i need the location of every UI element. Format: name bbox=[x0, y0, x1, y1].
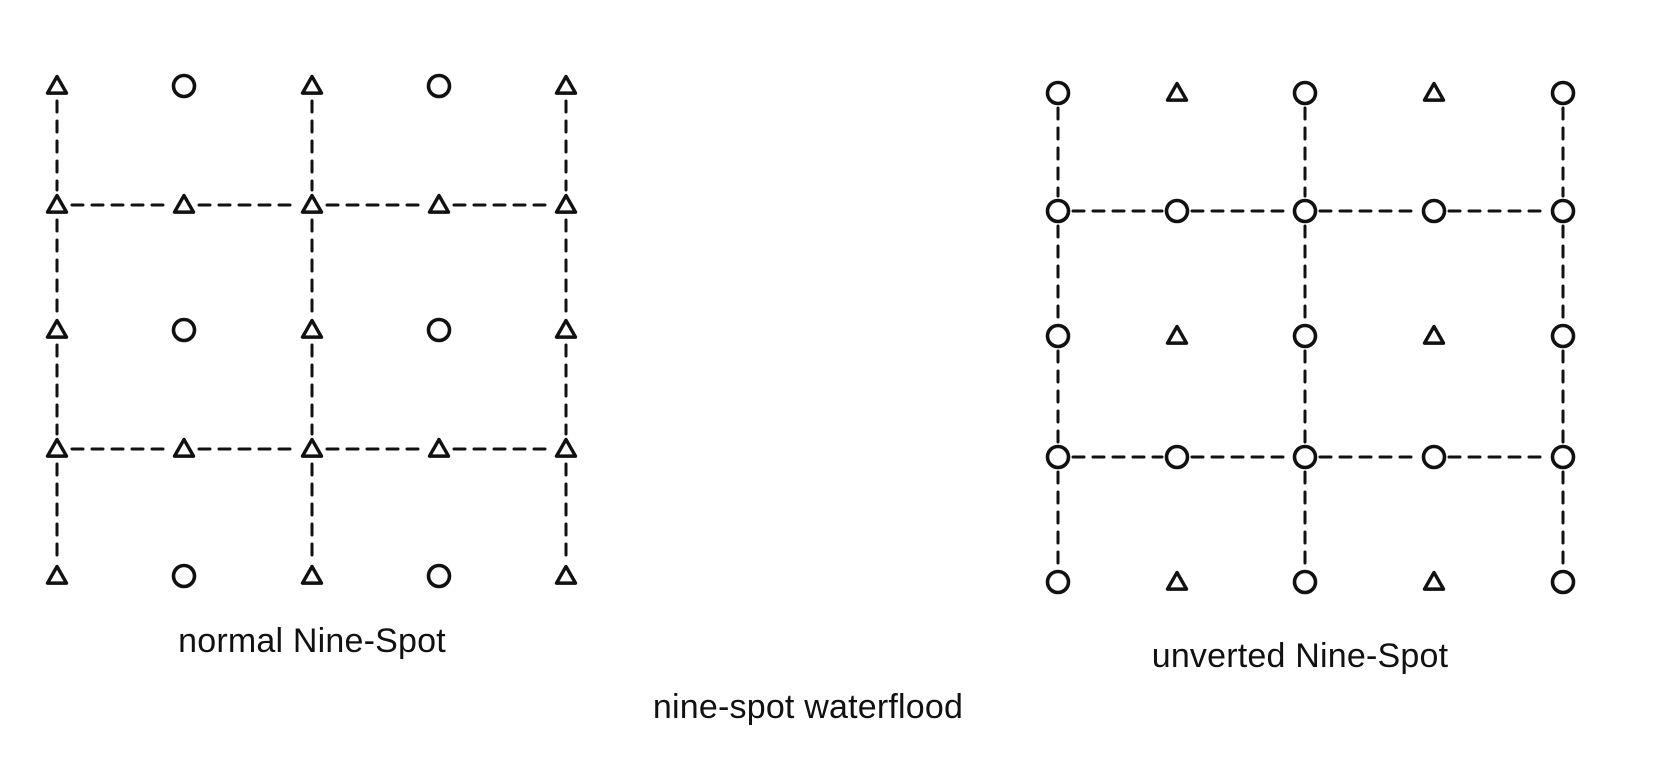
well-triangle-r4-c2 bbox=[300, 564, 324, 585]
well-circle-r0-c3 bbox=[426, 73, 452, 99]
well-triangle-r1-c0 bbox=[45, 193, 69, 214]
diagram-title: nine-spot waterflood bbox=[652, 688, 964, 726]
well-triangle-r2-c4 bbox=[554, 318, 578, 339]
well-triangle-r0-c4 bbox=[554, 74, 578, 95]
well-circle-r2-c1 bbox=[171, 317, 197, 343]
well-triangle-r1-c4 bbox=[554, 193, 578, 214]
well-circle-r2-c4 bbox=[1550, 323, 1576, 349]
well-circle-r0-c0 bbox=[1045, 80, 1071, 106]
well-triangle-r0-c1 bbox=[1165, 81, 1189, 102]
well-circle-r4-c2 bbox=[1292, 569, 1318, 595]
well-circle-r0-c2 bbox=[1292, 80, 1318, 106]
well-circle-r2-c2 bbox=[1292, 323, 1318, 349]
well-circle-r0-c1 bbox=[171, 73, 197, 99]
well-triangle-r4-c0 bbox=[45, 564, 69, 585]
inverted-nine-spot-pattern bbox=[1045, 80, 1576, 595]
well-triangle-r2-c3 bbox=[1422, 324, 1446, 345]
well-circle-r3-c3 bbox=[1421, 444, 1447, 470]
well-circle-r3-c2 bbox=[1292, 444, 1318, 470]
well-circle-r3-c4 bbox=[1550, 444, 1576, 470]
well-triangle-r4-c1 bbox=[1165, 570, 1189, 591]
well-triangle-r3-c1 bbox=[172, 437, 196, 458]
well-circle-r3-c0 bbox=[1045, 444, 1071, 470]
well-triangle-r3-c3 bbox=[427, 437, 451, 458]
well-triangle-r0-c2 bbox=[300, 74, 324, 95]
well-triangle-r4-c4 bbox=[554, 564, 578, 585]
well-triangle-r2-c1 bbox=[1165, 324, 1189, 345]
well-circle-r3-c1 bbox=[1164, 444, 1190, 470]
well-circle-r1-c0 bbox=[1045, 198, 1071, 224]
well-circle-r2-c0 bbox=[1045, 323, 1071, 349]
well-circle-r4-c4 bbox=[1550, 569, 1576, 595]
well-triangle-r3-c0 bbox=[45, 437, 69, 458]
well-circle-r4-c1 bbox=[171, 563, 197, 589]
well-triangle-r0-c3 bbox=[1422, 81, 1446, 102]
well-triangle-r0-c0 bbox=[45, 74, 69, 95]
normal-nine-spot-caption: normal Nine-Spot bbox=[178, 622, 446, 660]
normal-nine-spot-pattern bbox=[45, 73, 578, 589]
well-triangle-r3-c4 bbox=[554, 437, 578, 458]
inverted-nine-spot-caption: unverted Nine-Spot bbox=[1151, 637, 1449, 675]
well-circle-r1-c4 bbox=[1550, 198, 1576, 224]
well-circle-r0-c4 bbox=[1550, 80, 1576, 106]
well-triangle-r2-c2 bbox=[300, 318, 324, 339]
well-circle-r1-c2 bbox=[1292, 198, 1318, 224]
well-circle-r1-c1 bbox=[1164, 198, 1190, 224]
well-triangle-r1-c2 bbox=[300, 193, 324, 214]
well-triangle-r3-c2 bbox=[300, 437, 324, 458]
well-circle-r4-c0 bbox=[1045, 569, 1071, 595]
well-triangle-r2-c0 bbox=[45, 318, 69, 339]
well-triangle-r4-c3 bbox=[1422, 570, 1446, 591]
well-circle-r2-c3 bbox=[426, 317, 452, 343]
well-triangle-r1-c3 bbox=[427, 193, 451, 214]
well-circle-r1-c3 bbox=[1421, 198, 1447, 224]
well-circle-r4-c3 bbox=[426, 563, 452, 589]
well-triangle-r1-c1 bbox=[172, 193, 196, 214]
